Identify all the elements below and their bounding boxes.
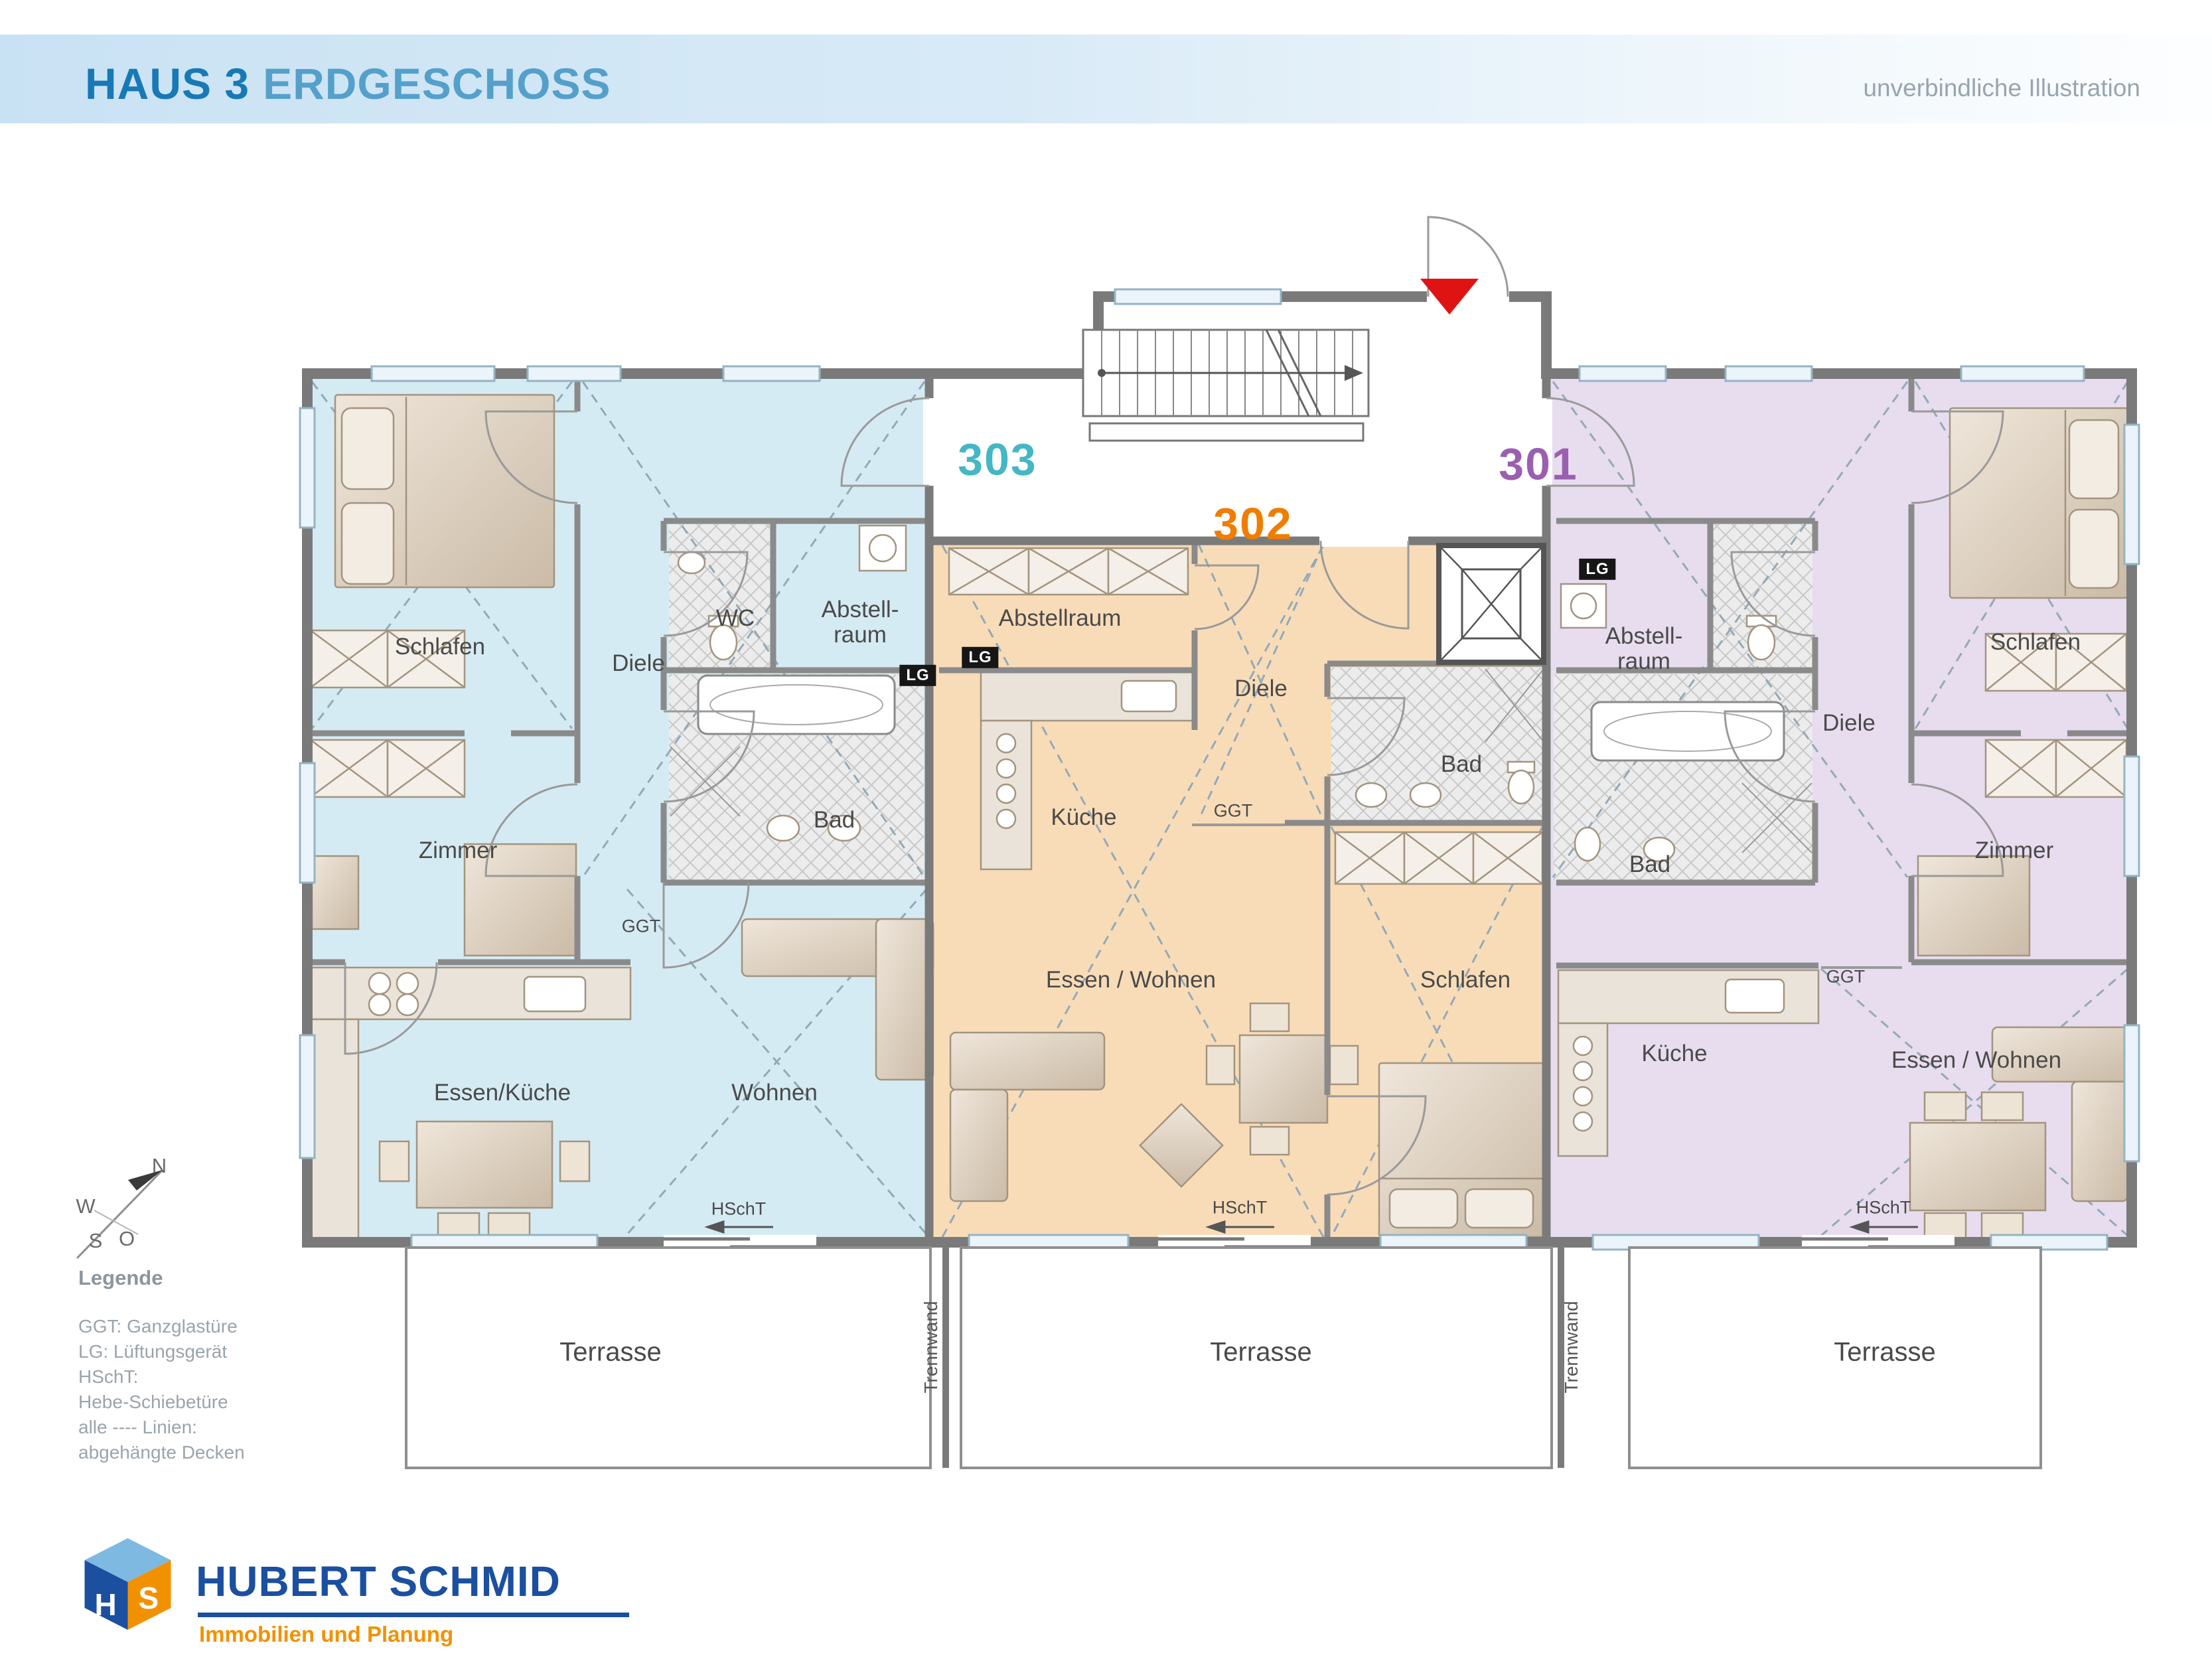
legend-line-ceilings: abgehängte Decken (78, 1442, 245, 1463)
page-title-primary: HAUS 3 (85, 59, 250, 108)
tag-301-ggt: GGT (1826, 966, 1866, 987)
room-label-303-essen-kueche: Essen/Küche (433, 1080, 571, 1106)
room-label-301-zimmer: Zimmer (1974, 837, 2054, 864)
apartment-number-301: 301 (1499, 439, 1578, 490)
tag-301-lg: LG (1579, 558, 1616, 581)
partition-label-2: Trennwand (1561, 1301, 1582, 1394)
furniture (309, 394, 2129, 1242)
apartment-number-302: 302 (1213, 498, 1293, 549)
page-title-secondary: ERDGESCHOSS (263, 59, 611, 108)
room-label-301-bad: Bad (1629, 851, 1671, 878)
legend-line-hscht: HSchT: (78, 1366, 139, 1387)
room-label-301-essen-wohnen: Essen / Wohnen (1891, 1047, 2062, 1074)
legend: Legende GGT: Ganzglastüre LG: Lüftungsge… (78, 1266, 344, 1465)
doors (344, 216, 2004, 1250)
room-label-303-bad: Bad (813, 807, 855, 833)
room-label-302-essen-wohnen: Essen / Wohnen (1045, 967, 1217, 993)
tag-302-lg: LG (962, 646, 999, 669)
company-logo-cube: H S (84, 1538, 171, 1630)
logo-letter-h: H (95, 1587, 117, 1622)
room-label-301-abstellraum: Abstell- raum (1605, 623, 1683, 674)
apartment-number-303: 303 (958, 434, 1037, 485)
disclaimer-note: unverbindliche Illustration (1863, 74, 2140, 102)
page-title: HAUS 3 ERDGESCHOSS (85, 58, 611, 109)
room-label-302-kueche: Küche (1051, 804, 1117, 831)
tag-303-lg: LG (899, 664, 936, 687)
brand-rule (198, 1613, 629, 1617)
room-label-301-schlafen: Schlafen (1990, 629, 2081, 656)
partition-label-1: Trennwand (921, 1301, 941, 1394)
room-label-303-wc: WC (715, 605, 755, 632)
room-label-301-kueche: Küche (1641, 1041, 1708, 1067)
terrace-label-1: Terrasse (559, 1337, 662, 1367)
tag-303-ggt: GGT (621, 916, 661, 936)
compass-south-label: S (88, 1229, 103, 1252)
terrace-partition-walls (942, 1248, 1564, 1468)
room-label-301-diele: Diele (1822, 710, 1876, 737)
terrace-label-3: Terrasse (1834, 1337, 1936, 1367)
legend-line-lg: LG: Lüftungsgerät (78, 1341, 228, 1362)
hscht-arrows (704, 1220, 1918, 1234)
company-tagline: Immobilien und Planung (199, 1622, 454, 1646)
tag-301-hscht: HSchT (1856, 1197, 1911, 1218)
compass-needle (76, 1169, 164, 1260)
legend-line-hscht2: Hebe-Schiebetüre (78, 1392, 228, 1412)
legend-title: Legende (78, 1266, 163, 1289)
legend-line-dashes: alle ---- Linien: (78, 1417, 197, 1437)
room-label-303-schlafen: Schlafen (394, 634, 486, 660)
tag-302-hscht: HSchT (1212, 1197, 1268, 1218)
terraces (405, 1246, 2042, 1469)
compass-north-label: N (151, 1154, 167, 1177)
room-label-302-abstellraum: Abstellraum (998, 605, 1122, 632)
partition-walls (307, 374, 2132, 1242)
terrace-label-2: Terrasse (1210, 1337, 1312, 1367)
room-label-302-diele: Diele (1234, 676, 1288, 702)
windows (299, 288, 2140, 1251)
staircase (1082, 328, 1370, 442)
entrance-marker-triangle (1420, 279, 1479, 315)
tag-302-ggt: GGT (1213, 800, 1253, 821)
room-label-303-wohnen: Wohnen (731, 1080, 818, 1106)
tag-303-hscht: HSchT (711, 1198, 767, 1219)
compass-west-label: W (76, 1194, 96, 1218)
room-label-302-schlafen: Schlafen (1420, 967, 1511, 993)
header-band (0, 35, 2212, 123)
technical-shaft (1436, 543, 1546, 665)
room-label-303-diele: Diele (612, 650, 665, 677)
room-label-303-abstellraum: Abstell- raum (821, 597, 899, 648)
room-label-303-zimmer: Zimmer (418, 837, 498, 864)
compass-east-label: O (118, 1227, 135, 1250)
legend-line-ggt: GGT: Ganzglastüre (78, 1316, 238, 1336)
company-name: HUBERT SCHMID (196, 1557, 561, 1605)
room-label-302-bad: Bad (1440, 751, 1483, 778)
logo-letter-s: S (139, 1581, 159, 1615)
